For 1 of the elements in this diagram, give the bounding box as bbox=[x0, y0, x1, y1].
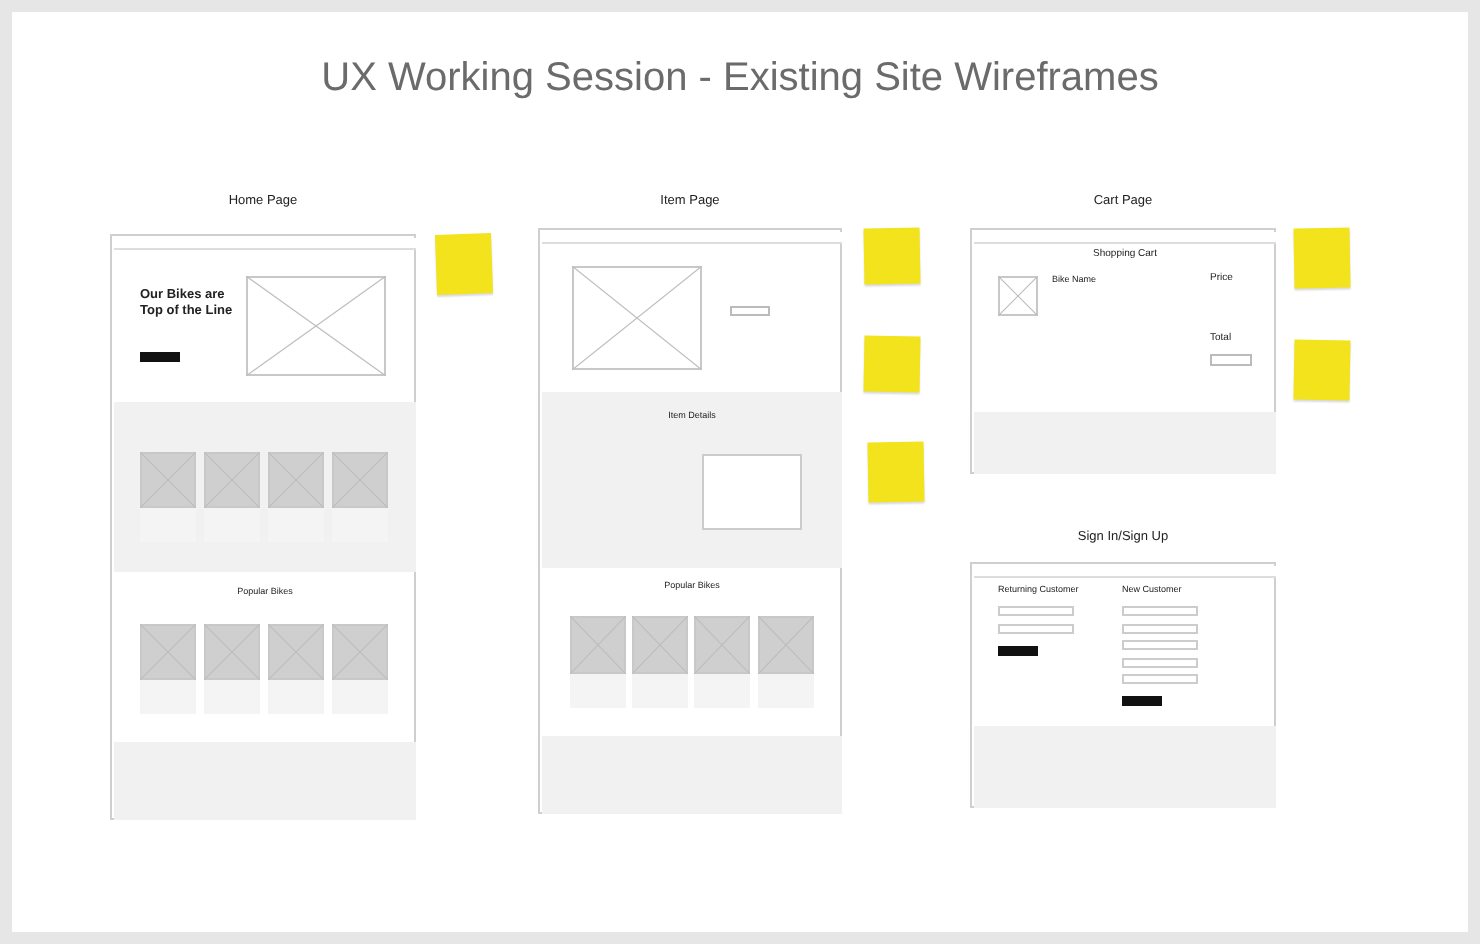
page-title: UX Working Session - Existing Site Wireframes bbox=[319, 56, 1161, 102]
